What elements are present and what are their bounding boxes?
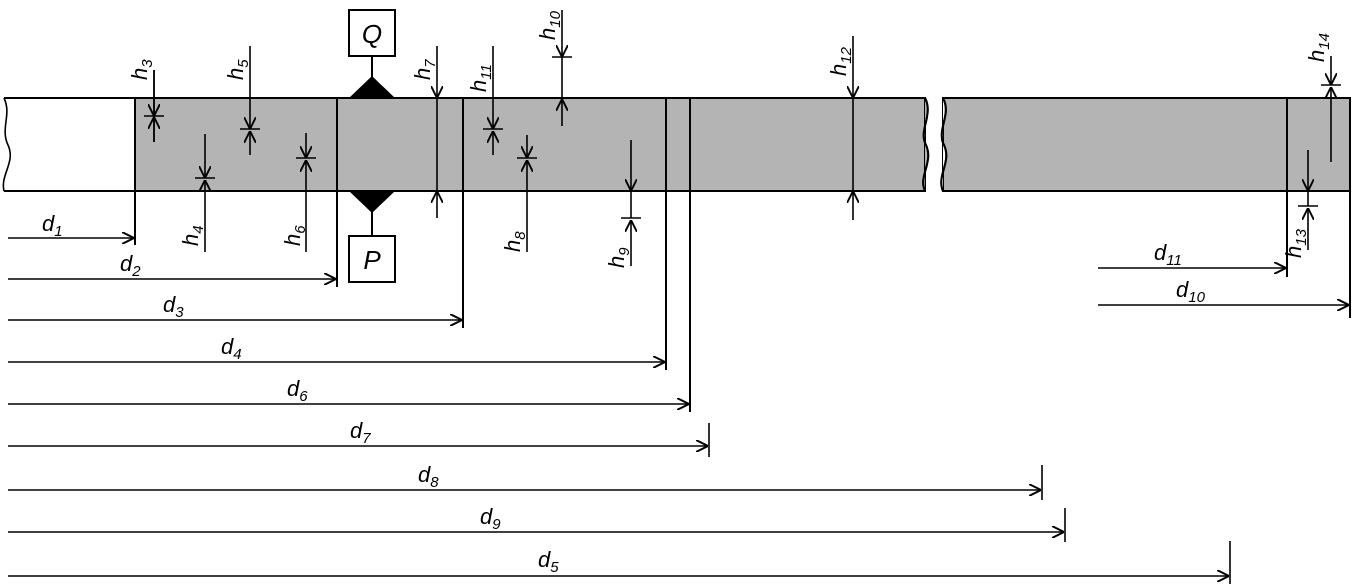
distance-labels: d1 d2 d3 d4 d6 d7 d8 d9 d5 d11 d10	[42, 211, 1206, 576]
label-h7: h7	[410, 59, 439, 80]
label-h11: h11	[466, 64, 495, 92]
weld-bottom-diamond	[349, 191, 395, 213]
label-d9: d9	[480, 504, 501, 533]
left-break-line	[2, 97, 11, 192]
distance-dimensions	[8, 238, 1349, 584]
label-d3: d3	[163, 292, 184, 321]
label-d6: d6	[287, 376, 308, 405]
label-d7: d7	[350, 418, 371, 447]
thickness-markers	[144, 10, 1341, 266]
label-d4: d4	[221, 334, 242, 363]
pipe-unshaded-segment	[4, 98, 135, 191]
label-h8: h8	[500, 231, 529, 252]
label-d11: d11	[1154, 240, 1182, 269]
label-d2: d2	[120, 251, 141, 280]
label-h5: h5	[223, 59, 252, 80]
label-d5: d5	[538, 547, 559, 576]
weld-top-diamond	[349, 76, 395, 98]
q-box	[348, 9, 396, 57]
label-h13: h13	[1281, 228, 1310, 258]
weld-assembly: Q P	[348, 9, 396, 283]
label-h4: h4	[178, 225, 207, 246]
p-label: P	[363, 245, 381, 275]
label-h9: h9	[604, 247, 633, 268]
thickness-labels: h3 h4 h5 h6 h7 h11 h8 h10 h9 h12 h13 h14	[127, 10, 1333, 268]
label-d8: d8	[418, 462, 439, 491]
label-h3: h3	[127, 59, 156, 80]
pipe-shaded-section-1	[134, 97, 926, 192]
label-h6: h6	[280, 225, 309, 246]
label-d10: d10	[1176, 277, 1206, 306]
p-box	[348, 235, 396, 283]
q-label: Q	[362, 19, 382, 49]
pipe-shaded-section-2	[942, 97, 1351, 192]
pipe-body	[2, 92, 1351, 412]
label-h12: h12	[826, 46, 855, 76]
label-d1: d1	[42, 211, 63, 240]
label-h10: h10	[535, 10, 564, 40]
label-h14: h14	[1304, 33, 1333, 62]
